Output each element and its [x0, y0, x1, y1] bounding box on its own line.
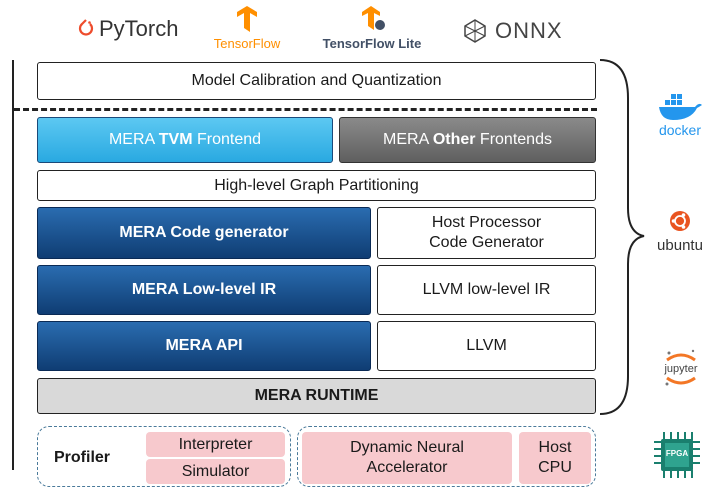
tensorflow-icon: [237, 6, 257, 32]
other-prefix: MERA: [383, 131, 433, 148]
mera-runtime-box: MERA RUNTIME: [37, 378, 596, 414]
host-codegen-line1: Host Processor: [431, 214, 542, 231]
host-cpu-line1: Host: [538, 439, 572, 456]
onnx-label: ONNX: [495, 18, 563, 43]
hardware-targets-group: [297, 426, 596, 487]
mera-lowlevel-label: MERA Low-level IR: [131, 281, 277, 298]
interpreter-label: Interpreter: [178, 435, 253, 453]
fpga-label: FPGA: [665, 449, 689, 458]
jupyter-icon: [665, 349, 696, 386]
dna-line2: Accelerator: [366, 459, 448, 476]
simulator-label: Simulator: [181, 462, 250, 480]
pytorch-label: PyTorch: [99, 16, 179, 41]
mera-codegen-box: MERA Code generator: [37, 207, 371, 259]
ubuntu-logo: ubuntu: [648, 210, 712, 262]
mera-lowlevel-box: MERA Low-level IR: [37, 265, 371, 315]
dna-line1: Dynamic Neural: [350, 439, 464, 456]
onnx-logo: ONNX: [463, 14, 563, 48]
right-brace: [599, 59, 645, 415]
ubuntu-circle-icon: [670, 211, 690, 231]
pytorch-flame-icon: [78, 19, 94, 36]
other-frontends-box: MERA Other Frontends: [339, 117, 596, 163]
jupyter-logo: jupyter: [652, 348, 710, 392]
host-cpu-box: Host CPU: [519, 432, 591, 484]
software-targets-group: [37, 426, 291, 487]
partitioning-box: High-level Graph Partitioning: [37, 170, 596, 201]
calibration-box: Model Calibration and Quantization: [37, 62, 596, 100]
llvm-label: LLVM: [466, 337, 507, 354]
tvm-suffix: Frontend: [192, 131, 262, 148]
stack-left-bar: [12, 60, 14, 470]
tvm-bold: TVM: [158, 131, 193, 148]
simulator-box: Simulator: [146, 459, 285, 484]
mera-api-label: MERA API: [165, 337, 243, 354]
other-bold: Other: [432, 131, 476, 148]
onnx-icon: [464, 19, 486, 43]
host-codegen-box: Host Processor Code Generator: [377, 207, 596, 259]
profiler-label: Profiler: [54, 449, 111, 466]
mera-codegen-label: MERA Code generator: [119, 224, 289, 241]
tensorflow-label: TensorFlow: [213, 36, 281, 51]
fpga-chip: FPGA: [652, 430, 702, 480]
tflite-label: TensorFlow Lite: [322, 36, 422, 51]
host-cpu-line2: CPU: [538, 459, 572, 476]
dashed-divider: [14, 108, 597, 111]
llvm-box: LLVM: [377, 321, 596, 371]
dna-box: Dynamic Neural Accelerator: [302, 432, 512, 484]
mera-api-box: MERA API: [37, 321, 371, 371]
tvm-prefix: MERA: [108, 131, 159, 148]
ubuntu-label: ubuntu: [657, 237, 703, 254]
tvm-frontend-box: MERA TVM Frontend: [37, 117, 333, 163]
llvm-ir-box: LLVM low-level IR: [377, 265, 596, 315]
pytorch-logo: PyTorch: [77, 12, 178, 46]
host-codegen-line2: Code Generator: [429, 234, 544, 251]
partitioning-label: High-level Graph Partitioning: [214, 176, 419, 194]
docker-logo: docker: [650, 92, 710, 142]
jupyter-label: jupyter: [664, 363, 698, 375]
calibration-label: Model Calibration and Quantization: [191, 72, 442, 89]
interpreter-box: Interpreter: [146, 432, 285, 457]
mera-runtime-label: MERA RUNTIME: [254, 387, 379, 404]
tflite-logo: TensorFlow Lite: [320, 6, 424, 52]
docker-label: docker: [658, 122, 702, 138]
tensorflow-logo: TensorFlow: [212, 6, 282, 52]
fpga-chip-icon: [654, 432, 700, 478]
other-suffix: Frontends: [475, 131, 552, 148]
docker-whale-icon: [659, 94, 702, 120]
tflite-icon: [362, 6, 385, 30]
llvm-ir-label: LLVM low-level IR: [422, 281, 551, 298]
